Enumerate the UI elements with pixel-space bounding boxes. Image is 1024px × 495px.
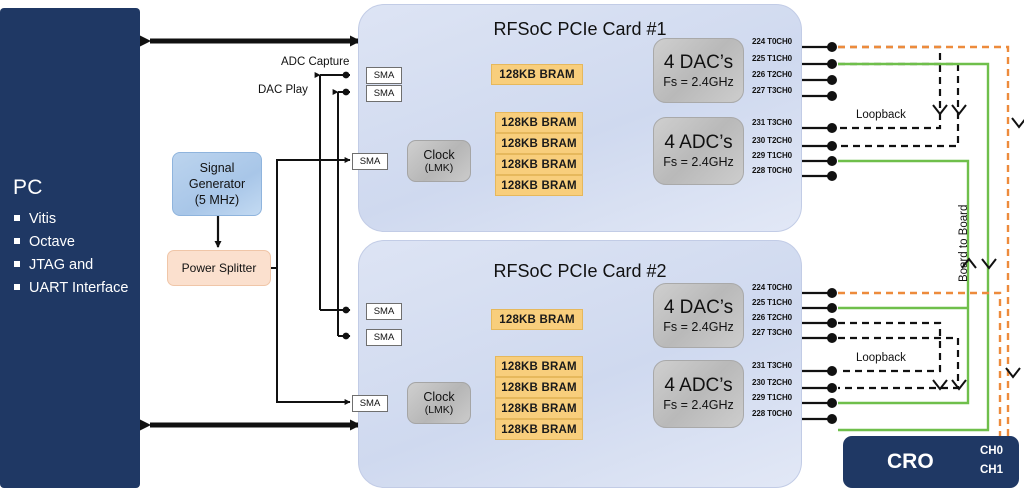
card2-loopback bbox=[838, 321, 960, 390]
card2-dac-port: 225 T1CH0 bbox=[752, 298, 793, 307]
card1-clock-line2: (LMK) bbox=[424, 161, 454, 174]
cro-block: CRO CH0 CH1 bbox=[843, 436, 1019, 488]
card2-dac-block: 4 DAC’s Fs = 2.4GHz bbox=[653, 283, 744, 348]
dac-play-label: DAC Play bbox=[258, 84, 308, 96]
pc-panel: PC Vitis Octave JTAG and UART Interface bbox=[0, 8, 140, 488]
card1-title: RFSoC PCIe Card #1 bbox=[493, 19, 667, 39]
card1-dac-bram: 128KB BRAM bbox=[491, 64, 583, 85]
card2-adc-port: 228 T0CH0 bbox=[752, 409, 793, 418]
signal-generator-block: Signal Generator (5 MHz) bbox=[172, 152, 262, 216]
card2-adc-block: 4 ADC’s Fs = 2.4GHz bbox=[653, 360, 744, 428]
card1-adc-terminals bbox=[827, 123, 837, 181]
bullet-icon bbox=[14, 238, 20, 244]
pc-item-label: UART Interface bbox=[29, 280, 129, 296]
card1-dac-fs: Fs = 2.4GHz bbox=[663, 74, 734, 89]
card1-dac-port: 227 T3CH0 bbox=[752, 86, 793, 95]
card2-title: RFSoC PCIe Card #2 bbox=[493, 261, 667, 281]
card1-adc-bram: 128KB BRAM bbox=[495, 175, 583, 196]
pc-list-item: UART Interface bbox=[14, 277, 128, 300]
card2-dac-bram: 128KB BRAM bbox=[491, 309, 583, 330]
card1-adc-bram: 128KB BRAM bbox=[495, 133, 583, 154]
cro-title: CRO bbox=[887, 450, 934, 473]
card2-dac-title: 4 DAC’s bbox=[663, 296, 734, 318]
pc-software-list: Vitis Octave JTAG and UART Interface bbox=[14, 208, 128, 300]
card1-loopback-label: Loopback bbox=[856, 109, 906, 121]
capture-play-lines-card1 bbox=[314, 72, 350, 336]
cro-ch1-label: CH1 bbox=[979, 464, 1003, 476]
pc-list-item: Octave bbox=[14, 231, 128, 254]
card1-adc-bram: 128KB BRAM bbox=[495, 154, 583, 175]
card2-dac-fs: Fs = 2.4GHz bbox=[663, 319, 734, 334]
card1-adc-block: 4 ADC’s Fs = 2.4GHz bbox=[653, 117, 744, 185]
card2-sma-dac-play[interactable]: SMA bbox=[366, 329, 402, 346]
card1-dac-port: 224 T0CH0 bbox=[752, 37, 793, 46]
card2-adc-port: 230 T2CH0 bbox=[752, 378, 793, 387]
card2-clock-line2: (LMK) bbox=[424, 403, 454, 416]
pc-list-item: JTAG and bbox=[14, 254, 128, 277]
bullet-icon bbox=[14, 261, 20, 267]
card1-clock-block: Clock (LMK) bbox=[407, 140, 471, 182]
card1-dac-port: 226 T2CH0 bbox=[752, 70, 793, 79]
card2-adc-port: 229 T1CH0 bbox=[752, 393, 793, 402]
card1-adc-bram: 128KB BRAM bbox=[495, 112, 583, 133]
pc-list-item: Vitis bbox=[14, 208, 128, 231]
card1-adc-title: 4 ADC’s bbox=[664, 132, 733, 153]
board-to-board-label: Board to Board bbox=[958, 204, 970, 282]
bullet-icon bbox=[14, 215, 20, 221]
power-splitter-block: Power Splitter bbox=[167, 250, 271, 286]
card1-dac-block: 4 DAC’s Fs = 2.4GHz bbox=[653, 38, 744, 103]
pc-title: PC bbox=[13, 176, 43, 199]
flow-chevrons bbox=[932, 104, 1024, 391]
card2-dac-port: 227 T3CH0 bbox=[752, 328, 793, 337]
splitter-distribution bbox=[271, 157, 351, 405]
card2-adc-bram: 128KB BRAM bbox=[495, 398, 583, 419]
card2-adc-terminals bbox=[827, 366, 837, 424]
bullet-icon bbox=[14, 284, 20, 290]
capture-play-lines-card2 bbox=[320, 307, 351, 339]
card1-adc-port: 231 T3CH0 bbox=[752, 118, 793, 127]
card2-dac-terminals bbox=[827, 288, 837, 343]
card2-dac-port: 226 T2CH0 bbox=[752, 313, 793, 322]
card2-loopback-label: Loopback bbox=[856, 352, 906, 364]
card2-sma-clock[interactable]: SMA bbox=[352, 395, 388, 412]
card2-adc-port: 231 T3CH0 bbox=[752, 361, 793, 370]
card2-clock-line1: Clock bbox=[423, 389, 455, 404]
card1-adc-port: 230 T2CH0 bbox=[752, 136, 793, 145]
cro-ch0-label: CH0 bbox=[979, 445, 1003, 457]
card1-sma-clock[interactable]: SMA bbox=[352, 153, 388, 170]
card2-adc-bram: 128KB BRAM bbox=[495, 356, 583, 377]
pc-item-label: Octave bbox=[29, 234, 75, 250]
card1-adc-port: 229 T1CH0 bbox=[752, 151, 793, 160]
card2-adc-fs: Fs = 2.4GHz bbox=[663, 398, 734, 412]
card1-clock-line1: Clock bbox=[423, 147, 455, 162]
board-to-board-green bbox=[838, 62, 990, 432]
pc-item-label: Vitis bbox=[29, 211, 57, 227]
card1-sma-adc-capture[interactable]: SMA bbox=[366, 67, 402, 84]
siggen-line3: (5 MHz) bbox=[194, 193, 240, 207]
siggen-line2: Generator bbox=[188, 177, 246, 191]
card2-adc-bram: 128KB BRAM bbox=[495, 419, 583, 440]
card1-adc-fs: Fs = 2.4GHz bbox=[663, 155, 734, 169]
card1-dac-title: 4 DAC’s bbox=[663, 51, 734, 73]
card1-dac-port: 225 T1CH0 bbox=[752, 54, 793, 63]
pc-item-label: JTAG and bbox=[29, 257, 94, 273]
card1-loopback bbox=[838, 45, 960, 148]
card1-dac-terminals bbox=[827, 42, 837, 101]
card2-clock-block: Clock (LMK) bbox=[407, 382, 471, 424]
card1-adc-port: 228 T0CH0 bbox=[752, 166, 793, 175]
card2-sma-adc-capture[interactable]: SMA bbox=[366, 303, 402, 320]
card1-sma-dac-play[interactable]: SMA bbox=[366, 85, 402, 102]
adc-capture-label: ADC Capture bbox=[281, 56, 350, 68]
siggen-line1: Signal bbox=[199, 161, 235, 175]
card2-adc-bram: 128KB BRAM bbox=[495, 377, 583, 398]
card2-adc-title: 4 ADC’s bbox=[664, 375, 733, 396]
card2-dac-port: 224 T0CH0 bbox=[752, 283, 793, 292]
